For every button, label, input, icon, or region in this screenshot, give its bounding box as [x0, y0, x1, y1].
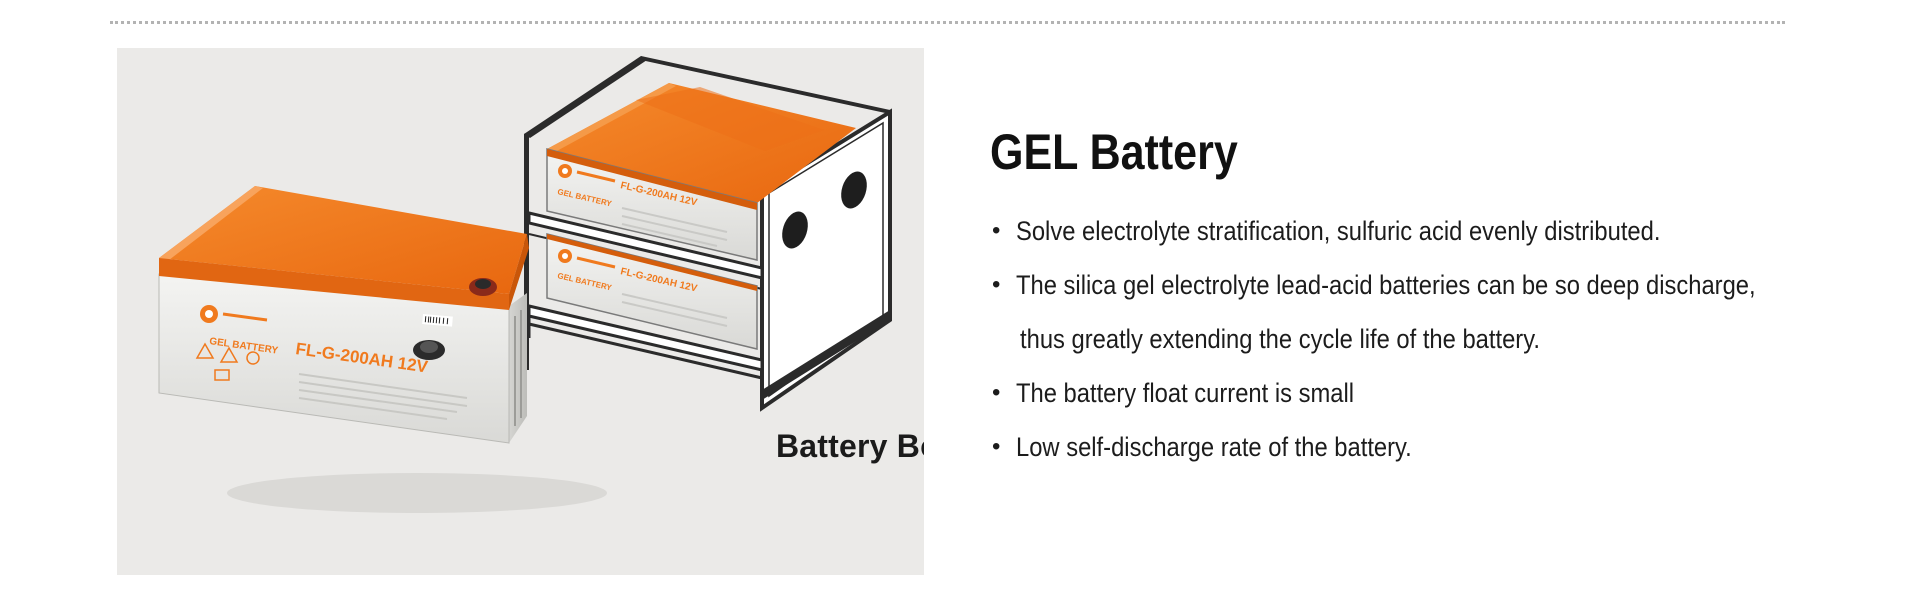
gel-battery-drawing: GEL BATTERY FL-G-200AH 12V — [158, 186, 607, 513]
feature-text: Solve electrolyte stratification, sulfur… — [1016, 216, 1661, 246]
feature-text-continuation: thus greatly extending the cycle life of… — [1020, 324, 1540, 354]
bullet-icon: • — [992, 217, 1001, 244]
product-image-panel: GEL BATTERY FL-G-200AH 12V GEL BATTERY F… — [117, 48, 924, 575]
product-description: GEL Battery • Solve electrolyte stratifi… — [990, 122, 1890, 474]
bullet-icon: • — [992, 433, 1001, 460]
feature-item: • The silica gel electrolyte lead-acid b… — [990, 258, 1890, 366]
bullet-icon: • — [992, 271, 1001, 298]
feature-text: The silica gel electrolyte lead-acid bat… — [1016, 270, 1756, 300]
feature-item: • Low self-discharge rate of the battery… — [990, 420, 1890, 474]
feature-item: • Solve electrolyte stratification, sulf… — [990, 204, 1890, 258]
feature-item: • The battery float current is small — [990, 366, 1890, 420]
feature-text: Low self-discharge rate of the battery. — [1016, 432, 1412, 462]
feature-text: The battery float current is small — [1016, 378, 1355, 408]
feature-list: • Solve electrolyte stratification, sulf… — [990, 204, 1890, 474]
top-dotted-divider — [110, 21, 1785, 24]
battery-box-caption: Battery Box — [776, 428, 924, 464]
bullet-icon: • — [992, 379, 1001, 406]
battery-box-drawing: GEL BATTERY FL-G-200AH 12V GEL BATTERY F… — [524, 56, 892, 412]
battery-illustration: GEL BATTERY FL-G-200AH 12V GEL BATTERY F… — [158, 56, 892, 513]
product-title: GEL Battery — [990, 124, 1238, 180]
